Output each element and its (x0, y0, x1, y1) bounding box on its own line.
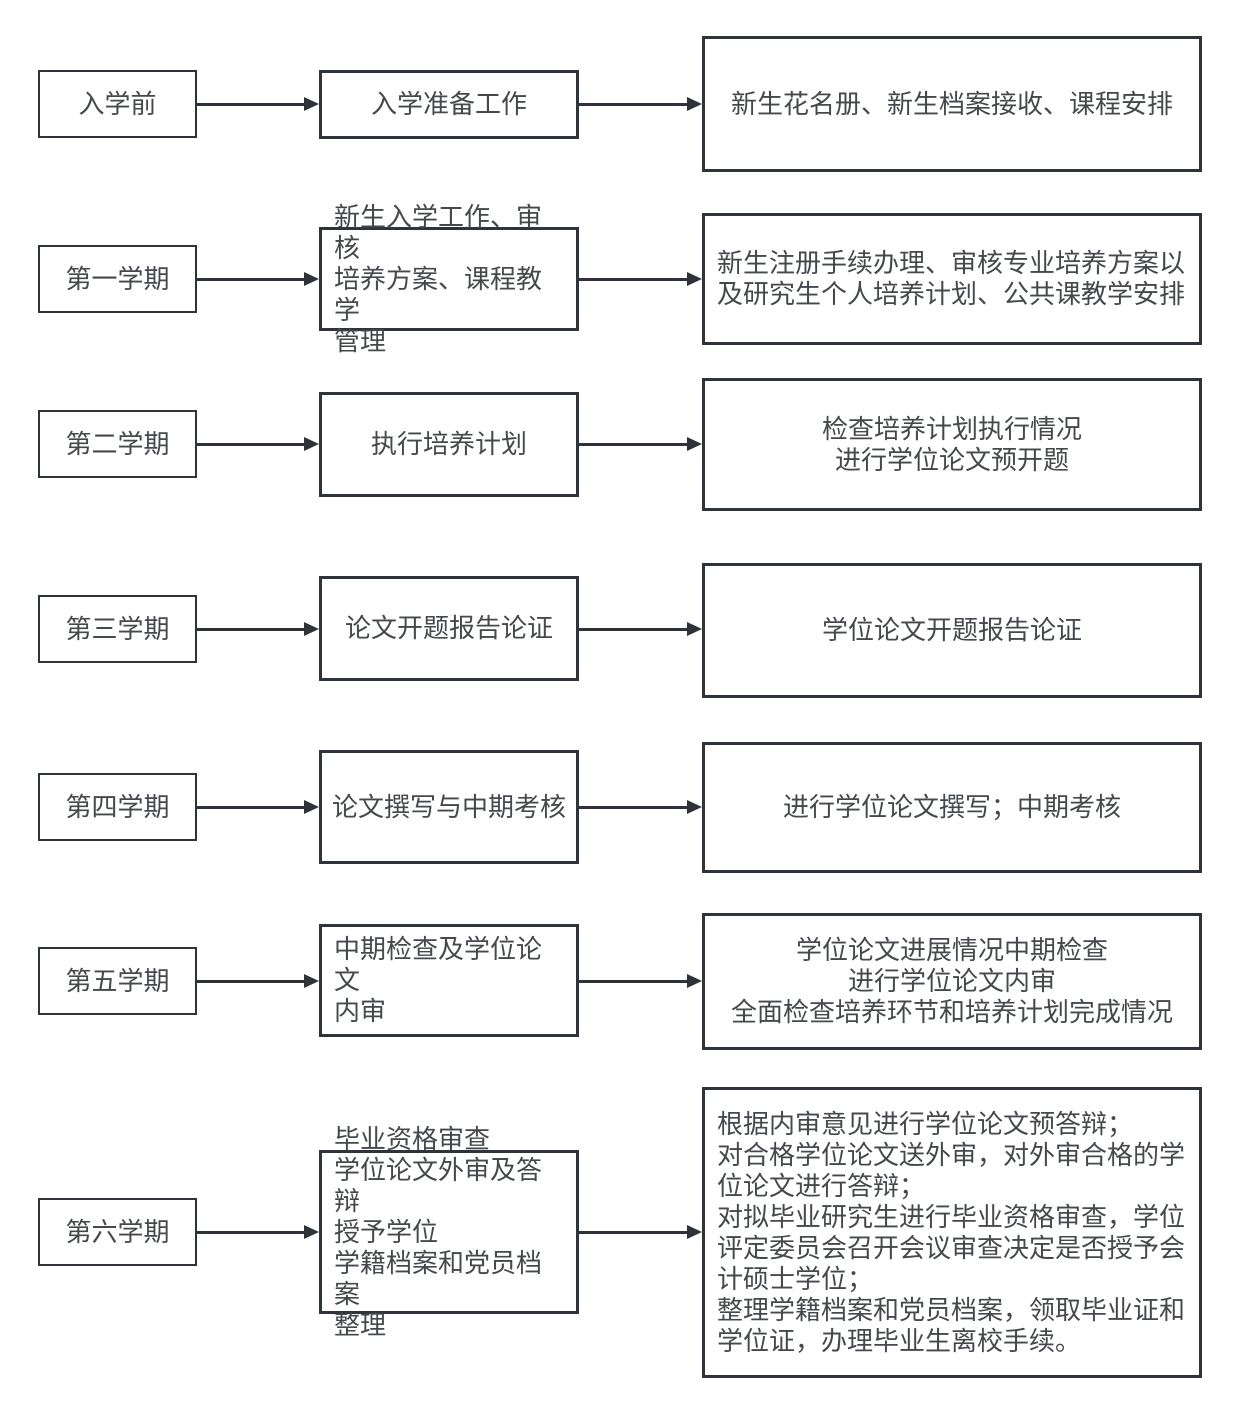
arrowhead-icon (304, 622, 319, 636)
arrow-shaft (197, 980, 305, 983)
flow-arrow (197, 437, 319, 452)
arrowhead-icon (687, 97, 702, 111)
arrow-shaft (579, 628, 688, 631)
arrow-shaft (579, 278, 688, 281)
arrow-shaft (197, 806, 305, 809)
arrowhead-icon (687, 437, 702, 451)
task-box: 论文开题报告论证 (319, 576, 579, 681)
stage-box: 第五学期 (38, 947, 197, 1015)
flow-arrow (579, 622, 702, 637)
stage-box: 第四学期 (38, 773, 197, 841)
arrowhead-icon (687, 800, 702, 814)
detail-box: 学位论文进展情况中期检查 进行学位论文内审 全面检查培养环节和培养计划完成情况 (702, 913, 1202, 1050)
arrow-shaft (197, 443, 305, 446)
arrowhead-icon (304, 272, 319, 286)
arrow-shaft (579, 806, 688, 809)
task-box: 执行培养计划 (319, 392, 579, 497)
detail-box: 学位论文开题报告论证 (702, 563, 1202, 698)
arrow-shaft (579, 1231, 688, 1234)
flow-arrow (579, 1225, 702, 1240)
arrowhead-icon (304, 1225, 319, 1239)
flow-arrow (197, 800, 319, 815)
detail-box: 新生花名册、新生档案接收、课程安排 (702, 36, 1202, 172)
arrowhead-icon (687, 974, 702, 988)
arrowhead-icon (304, 974, 319, 988)
arrow-shaft (197, 278, 305, 281)
stage-box: 入学前 (38, 70, 197, 138)
flow-arrow (579, 272, 702, 287)
detail-box: 进行学位论文撰写；中期考核 (702, 742, 1202, 873)
arrow-shaft (579, 443, 688, 446)
stage-box: 第六学期 (38, 1198, 197, 1266)
arrowhead-icon (304, 97, 319, 111)
flow-arrow (197, 97, 319, 112)
arrowhead-icon (687, 622, 702, 636)
arrow-shaft (197, 1231, 305, 1234)
arrowhead-icon (304, 800, 319, 814)
flow-arrow (197, 1225, 319, 1240)
task-box: 论文撰写与中期考核 (319, 750, 579, 864)
arrowhead-icon (687, 272, 702, 286)
flow-arrow (579, 97, 702, 112)
stage-box: 第二学期 (38, 410, 197, 478)
detail-box: 检查培养计划执行情况 进行学位论文预开题 (702, 378, 1202, 511)
flow-arrow (197, 622, 319, 637)
task-box: 新生入学工作、审核 培养方案、课程教学 管理 (319, 202, 579, 356)
stage-box: 第一学期 (38, 245, 197, 313)
flow-arrow (197, 974, 319, 989)
flow-arrow (197, 272, 319, 287)
detail-box: 根据内审意见进行学位论文预答辩； 对合格学位论文送外审，对外审合格的学 位论文进… (702, 1087, 1202, 1378)
task-box: 入学准备工作 (319, 70, 579, 139)
stage-box: 第三学期 (38, 595, 197, 663)
flow-arrow (579, 800, 702, 815)
arrow-shaft (579, 103, 688, 106)
arrowhead-icon (687, 1225, 702, 1239)
detail-box: 新生注册手续办理、审核专业培养方案以 及研究生个人培养计划、公共课教学安排 (702, 213, 1202, 345)
task-box: 中期检查及学位论文 内审 (319, 924, 579, 1037)
arrow-shaft (197, 103, 305, 106)
arrow-shaft (197, 628, 305, 631)
arrowhead-icon (304, 437, 319, 451)
flow-arrow (579, 437, 702, 452)
flow-arrow (579, 974, 702, 989)
arrow-shaft (579, 980, 688, 983)
task-box: 毕业资格审查 学位论文外审及答辩 授予学位 学籍档案和党员档案 整理 (319, 1124, 579, 1340)
